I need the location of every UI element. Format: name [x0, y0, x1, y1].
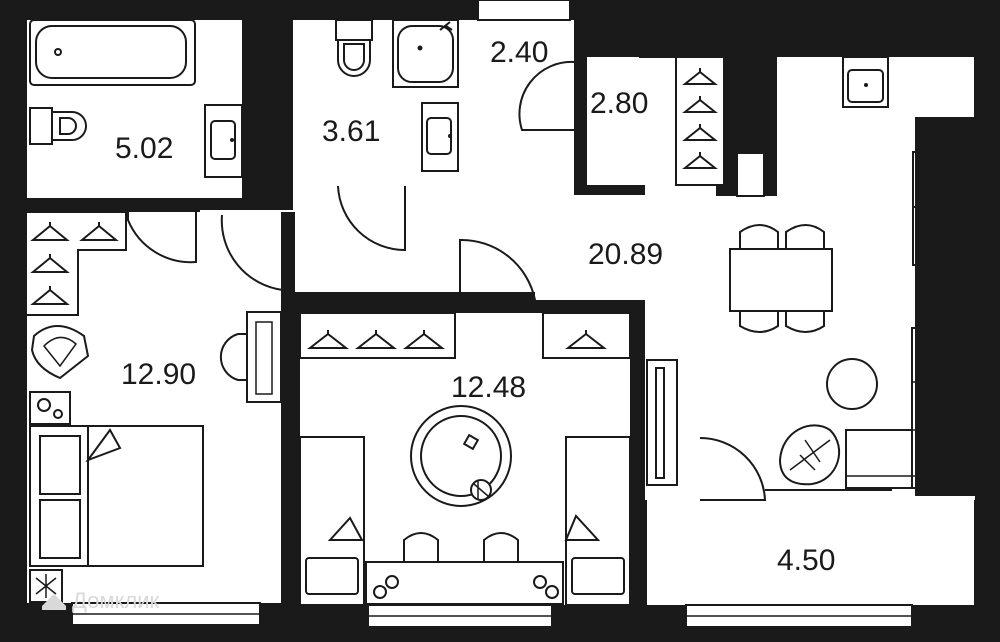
kitchen-fixtures: * * * [646, 56, 972, 491]
domclick-logo-icon [42, 594, 66, 610]
hanger-icon [565, 330, 607, 349]
round-ottoman [826, 358, 878, 410]
hanger-icon [30, 254, 70, 273]
bathroom-fixtures [29, 19, 243, 178]
area-label-bedroom: 12.90 [121, 358, 196, 391]
shower-tray [392, 19, 459, 88]
kids-desk [365, 561, 564, 605]
area-label-wc: 3.61 [322, 115, 380, 148]
door-wc [337, 185, 406, 252]
area-label-wardrobe: 2.80 [590, 87, 648, 120]
bedroom-furniture [27, 211, 282, 603]
door-hall-bedroom [220, 214, 284, 291]
hanger-icon [307, 330, 349, 349]
chair [785, 311, 825, 333]
hanger-icon [682, 68, 718, 85]
door-balcony [699, 436, 767, 501]
plant-icon [778, 424, 840, 486]
area-label-balcony: 4.50 [777, 544, 835, 577]
wardrobe-bedroom [27, 211, 127, 316]
chair [739, 224, 779, 249]
wc-fixtures [335, 19, 459, 172]
hanger-icon [682, 96, 718, 113]
hanger-icon [682, 152, 718, 169]
wardrobe-kids-left [299, 312, 456, 359]
dishwasher [912, 206, 972, 266]
hanger-icon [642, 30, 678, 47]
window-top [477, 0, 571, 21]
desk-chair [219, 333, 247, 381]
kids-bed-left [299, 436, 365, 606]
double-bed [29, 425, 204, 567]
hanger-icon [355, 330, 397, 349]
kids-bed-right [565, 436, 631, 606]
door-kids [459, 238, 537, 301]
watermark: Домклик [42, 588, 160, 613]
hanger-icon [79, 222, 119, 241]
hanger-icon [30, 286, 70, 305]
floor-balcony [647, 500, 974, 605]
doors [127, 60, 767, 501]
watermark-text: Домклик [72, 588, 160, 613]
svg-text:*: * [935, 230, 944, 251]
shower-head-icon [439, 21, 453, 31]
floor-wardrobe [587, 57, 724, 185]
hanger-icon [682, 124, 718, 141]
chair [739, 311, 779, 333]
chair [785, 224, 825, 249]
burner-icon [949, 160, 961, 172]
wc-sink [421, 102, 459, 172]
burner-icon [922, 160, 934, 172]
chair [483, 532, 519, 562]
armchair [30, 325, 90, 380]
area-label-kitchen-living: 20.89 [588, 238, 663, 271]
hanger-icon [30, 222, 70, 241]
burner-icon [922, 178, 942, 198]
floor-lamp-icon [934, 272, 966, 304]
svg-text:*: * [935, 216, 944, 237]
wardrobe-kids-right [542, 312, 631, 359]
tub-drain-icon [54, 48, 62, 56]
area-label-kids-room: 12.48 [451, 371, 526, 404]
bathtub [29, 19, 196, 86]
floor-hall [200, 20, 975, 500]
dining-table [729, 248, 833, 312]
svg-text:*: * [935, 244, 944, 265]
floor-bathroom [27, 20, 242, 198]
desk-bedroom [246, 311, 282, 403]
wall-column [736, 152, 765, 197]
burner-icon [951, 184, 963, 196]
chair [403, 532, 439, 562]
area-labels: 5.02 3.61 2.40 2.80 20.89 12.90 12.48 4.… [115, 36, 835, 577]
sofa [911, 327, 971, 489]
wardrobe-closet [639, 19, 725, 186]
round-rug [410, 405, 512, 507]
bathroom-sink [204, 104, 243, 178]
area-label-bathroom: 5.02 [115, 132, 173, 165]
area-label-hall-closet: 2.40 [490, 36, 548, 69]
tv-stand [646, 359, 678, 486]
door-hall-closet [518, 60, 575, 131]
bedside-table [29, 391, 71, 425]
kids-room-furniture [299, 312, 631, 606]
kitchen-sink [842, 56, 889, 108]
hanger-icon [683, 30, 719, 47]
hanger-icon [403, 330, 445, 349]
desk-lamp-icon [533, 575, 547, 589]
desk-lamp-icon [385, 575, 399, 589]
windows [71, 0, 913, 628]
floor-kids [300, 313, 630, 605]
door-bathroom [127, 200, 197, 264]
